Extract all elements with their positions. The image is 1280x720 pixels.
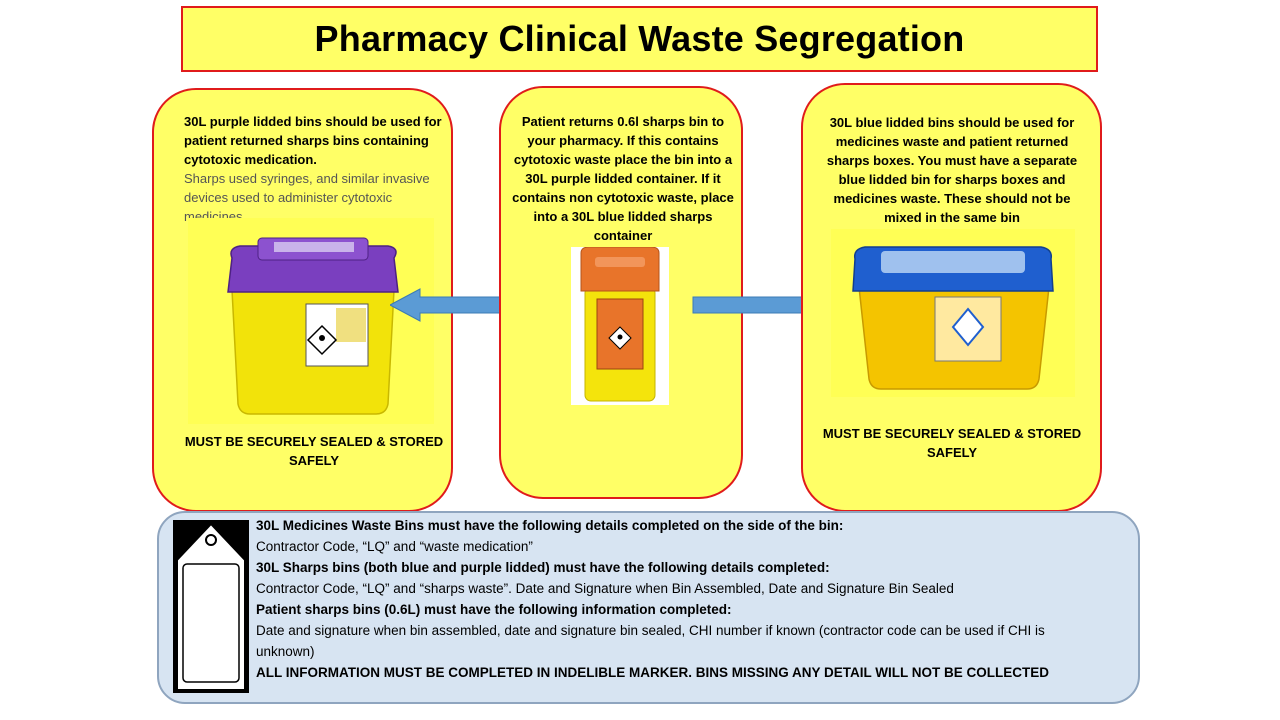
page-title: Pharmacy Clinical Waste Segregation bbox=[314, 18, 965, 59]
labelling-requirements-text: 30L Medicines Waste Bins must have the f… bbox=[256, 515, 1076, 683]
title-banner: Pharmacy Clinical Waste Segregation bbox=[181, 6, 1098, 72]
medicines-bin-heading: 30L Medicines Waste Bins must have the f… bbox=[256, 518, 844, 533]
purple-bin-panel: 30L purple lidded bins should be used fo… bbox=[152, 88, 453, 512]
labelling-requirements-box: 30L Medicines Waste Bins must have the f… bbox=[157, 511, 1140, 704]
sharps-bin-heading: 30L Sharps bins (both blue and purple li… bbox=[256, 560, 830, 575]
waste-tag-icon bbox=[173, 520, 249, 693]
blue-bin-description: 30L blue lidded bins should be used for … bbox=[826, 115, 1078, 225]
patient-bin-details: Date and signature when bin assembled, d… bbox=[256, 623, 1045, 659]
purple-lidded-bin-image bbox=[188, 218, 434, 424]
blue-bin-seal-warning: MUST BE SECURELY SEALED & STORED SAFELY bbox=[822, 426, 1082, 460]
small-sharps-bin-image bbox=[571, 246, 669, 405]
sharps-bin-details: Contractor Code, “LQ” and “sharps waste”… bbox=[256, 581, 954, 596]
purple-bin-description: 30L purple lidded bins should be used fo… bbox=[184, 112, 450, 226]
patient-sharps-instructions: Patient returns 0.6l sharps bin to your … bbox=[512, 114, 734, 243]
patient-sharps-panel: Patient returns 0.6l sharps bin to your … bbox=[499, 86, 743, 499]
patient-bin-heading: Patient sharps bins (0.6L) must have the… bbox=[256, 602, 732, 617]
blue-bin-panel: 30L blue lidded bins should be used for … bbox=[801, 83, 1102, 512]
purple-bin-seal-warning: MUST BE SECURELY SEALED & STORED SAFELY bbox=[184, 434, 444, 468]
purple-bin-usage-text: 30L purple lidded bins should be used fo… bbox=[184, 114, 442, 167]
blue-lidded-bin-image bbox=[831, 229, 1075, 397]
medicines-bin-details: Contractor Code, “LQ” and “waste medicat… bbox=[256, 539, 533, 554]
indelible-marker-warning: ALL INFORMATION MUST BE COMPLETED IN IND… bbox=[256, 665, 1049, 680]
